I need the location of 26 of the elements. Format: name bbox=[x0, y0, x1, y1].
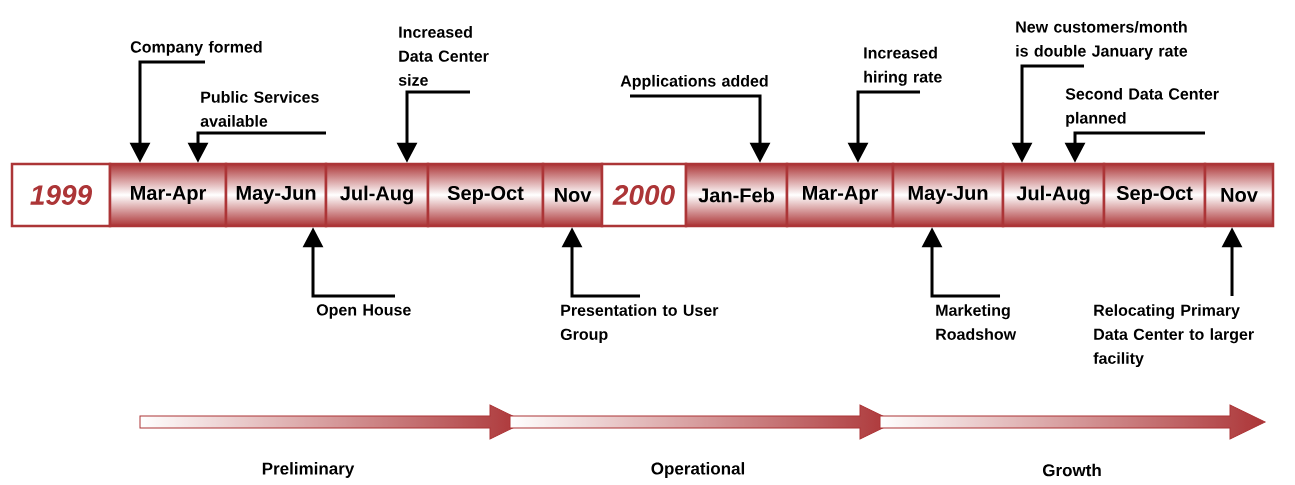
event-label: Second Data Center planned bbox=[1065, 87, 1219, 127]
event-label: Applications added bbox=[620, 74, 768, 90]
month-cell: Jul-Aug bbox=[1001, 162, 1106, 228]
year-cell: 2000 bbox=[600, 162, 688, 228]
event-label: New customers/month is double January rate bbox=[1016, 20, 1188, 60]
month-cell: Jan-Feb bbox=[684, 162, 789, 228]
event-label: Company formed bbox=[130, 40, 262, 56]
event-label: Presentation to User Group bbox=[560, 304, 719, 344]
month-cell: Sep-Oct bbox=[1102, 162, 1207, 228]
phase-label: Operational bbox=[651, 462, 745, 478]
month-cell: Mar-Apr bbox=[785, 162, 895, 228]
event-label: Marketing Roadshow bbox=[936, 304, 1017, 340]
phase-label: Preliminary bbox=[262, 462, 355, 478]
month-cell: Jul-Aug bbox=[324, 162, 430, 228]
month-cell: Nov bbox=[541, 162, 604, 228]
year-cell: 1999 bbox=[10, 162, 112, 228]
month-cell: Nov bbox=[1203, 162, 1275, 228]
event-label: Public Services available bbox=[200, 91, 319, 127]
event-label: Increased Data Center size bbox=[398, 26, 489, 86]
month-cell: May-Jun bbox=[224, 162, 328, 228]
month-cell: Mar-Apr bbox=[108, 162, 228, 228]
event-label: Relocating Primary Data Center to larger facility bbox=[1093, 304, 1254, 368]
phase-label: Growth bbox=[1042, 463, 1101, 477]
month-cell: May-Jun bbox=[891, 162, 1005, 228]
event-label: Increased hiring rate bbox=[864, 46, 942, 86]
event-label: Open House bbox=[316, 304, 411, 319]
